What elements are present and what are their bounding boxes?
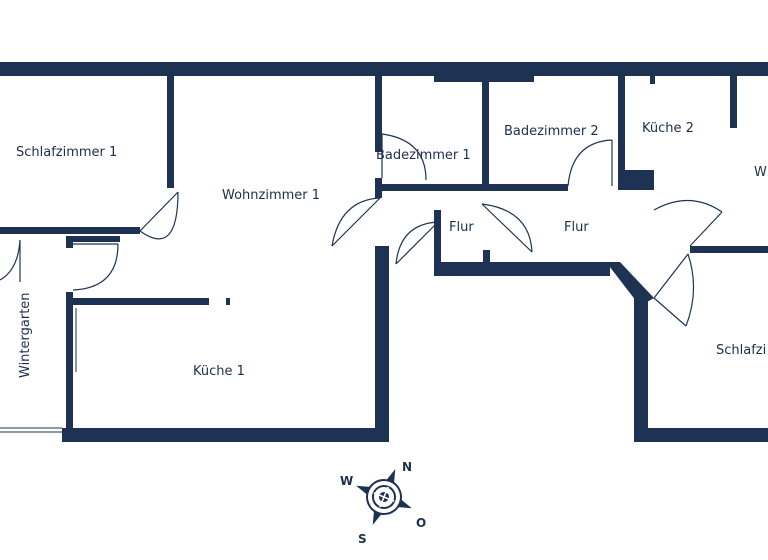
wall-k2-w [730,76,737,128]
compass-letter-o: O [416,516,426,530]
label-kueche-2: Küche 2 [642,121,694,136]
door-wg-swing [0,239,21,281]
label-wohnzimmer-1: Wohnzimmer 1 [222,188,320,203]
compass-point-w [356,485,370,495]
wall-sz1-bottom [0,227,140,234]
door-flur-mid-swing [481,203,533,253]
door-flur-a-leaf [331,197,381,247]
wall-k1-top-stub [226,298,230,305]
wall-k1-top-left [73,298,209,305]
door-bad1-swing [381,133,427,181]
label-badezimmer-1: Badezimmer 1 [376,148,471,163]
wall-top [0,62,768,76]
label-wohnzimmer-2: W [754,165,767,180]
compass-letter-s: S [358,532,367,546]
door-bad2-swing [567,139,613,187]
door-w-leaf [689,211,723,247]
label-flur-right: Flur [564,220,589,235]
compass-letter-w: W [340,474,353,488]
label-schlafzimmer-1: Schlafzimmer 1 [16,145,117,160]
room-labels: Schlafzimmer 1 Wohnzimmer 1 Badezimmer 1… [16,121,767,379]
wall-top-thick [434,62,534,82]
door-flur-a-swing [331,197,381,247]
wall-wz1-bad1-upper [375,76,382,152]
wall-k1-bottom [62,428,389,442]
wall-flur-bottom [440,262,610,276]
wall-right-bottom [634,428,768,442]
door-sz1-swing [139,191,179,240]
door-flur-b-leaf [395,221,439,265]
compass-point-e [398,499,412,509]
compass-cross-h [373,492,395,502]
label-flur-left: Flur [449,220,474,235]
door-k1-swing [72,243,119,291]
door-sz1-leaf [139,191,179,232]
label-schlafzimmer-2: Schlafzi [716,343,766,358]
wall-bad2-k2 [618,76,625,186]
door-sz2-leaf-2 [653,297,687,327]
compass-inner-ring [372,485,396,509]
wall-bad1-bad2 [482,76,489,191]
label-wintergarten: Wintergarten [18,292,33,378]
wall-k2-tick [650,76,655,84]
wall-flur-left-post [434,210,441,276]
compass-point-s [372,511,382,525]
compass-point-n [386,469,396,483]
compass: N O S W [340,460,426,546]
wall-flur-diagonal [606,262,654,306]
wall-wg-top [66,236,120,242]
wall-right-block-left [634,296,648,442]
wall-sz1-wz1 [167,76,174,188]
compass-rose [356,469,412,525]
door-sz2-leaf [653,253,689,299]
wall-central-vertical [375,246,389,442]
wall-bad1-bottom [375,184,483,191]
label-kueche-1: Küche 1 [193,364,245,379]
door-flur-mid-leaf [481,203,533,253]
door-w-swing [653,199,723,213]
wall-flur-divider [483,250,490,264]
compass-letter-n: N [402,460,412,474]
wall-w-bottom [690,246,768,253]
door-sz2-swing [685,253,695,327]
doors [0,133,723,327]
walls [0,62,768,442]
wall-bad2-bottom [482,184,568,191]
wall-k2-corner [618,170,654,190]
door-flur-b-swing [395,221,439,265]
label-badezimmer-2: Badezimmer 2 [504,124,599,139]
